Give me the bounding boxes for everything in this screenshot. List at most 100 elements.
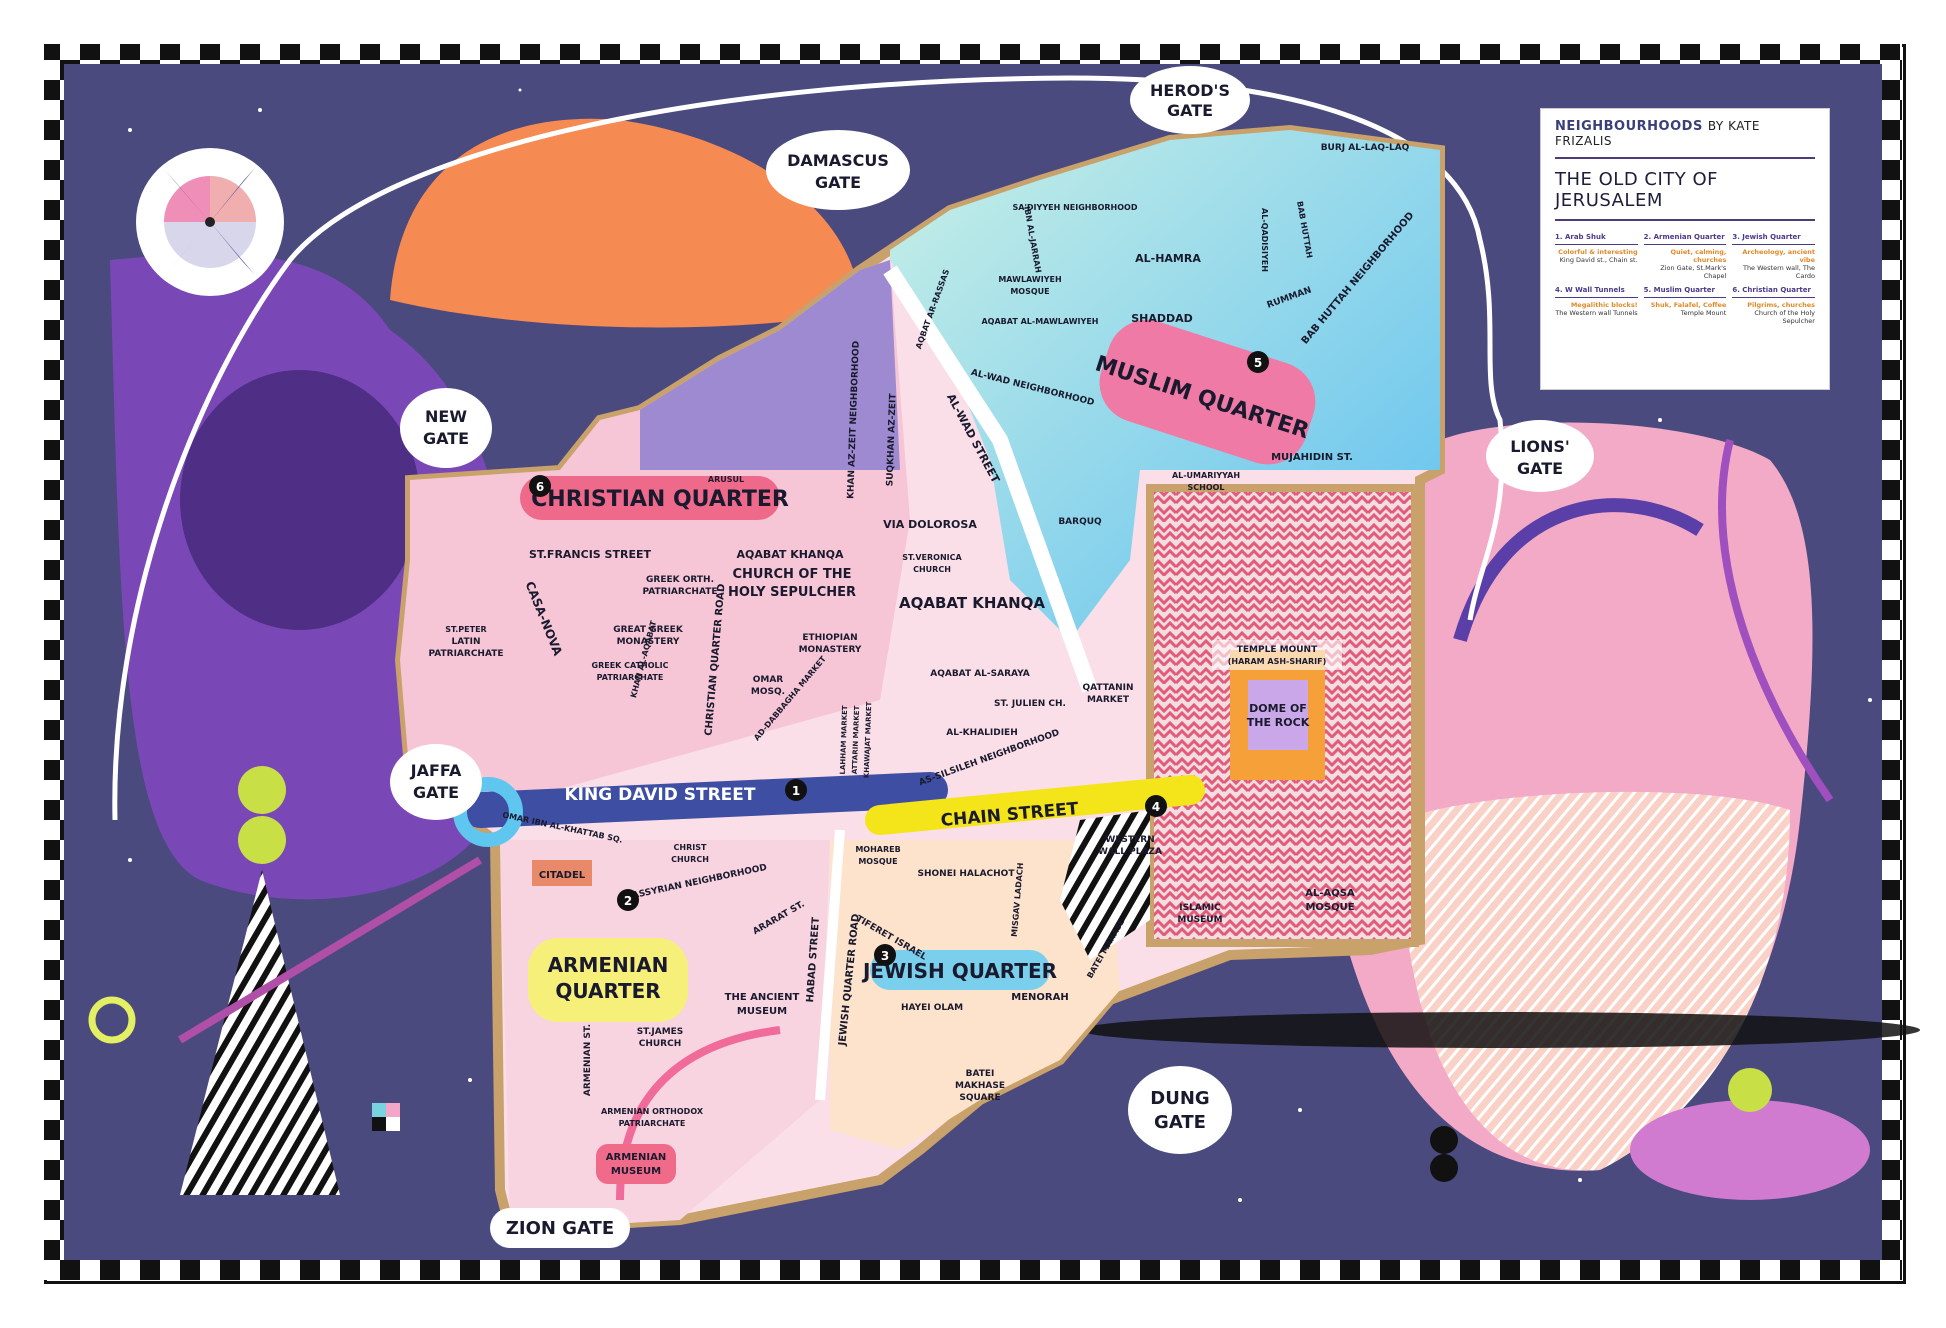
legend-brand-name: NEIGHBOURHOODS	[1555, 119, 1703, 134]
herods-gate-bubble	[1130, 66, 1250, 134]
arusul-label: ARUSUL	[708, 475, 744, 484]
christian-quarter-top	[640, 260, 900, 470]
al-qadisiyeh-label: AL-QADISIYEH	[1260, 208, 1269, 272]
legend-panel: NEIGHBOURHOODS BY KATE FRIZALIS THE OLD …	[1540, 108, 1830, 390]
al-khalidieh-label: AL-KHALIDIEH	[946, 728, 1018, 738]
legend-item-head: 1. Arab Shuk	[1555, 233, 1638, 245]
christ-church-label-1: CHRIST	[674, 843, 707, 852]
lahham-label: LAHHAM MARKET	[839, 705, 849, 775]
mawlawiyeh-label-1: MAWLAWIYEH	[998, 275, 1061, 284]
black-smudge	[1080, 1012, 1920, 1048]
greek-catholic-label-2: PATRIARCHATE	[597, 673, 664, 682]
armenian-patr-label-1: ARMENIAN ORTHODOX	[601, 1107, 704, 1116]
armenian-museum-label-1: ARMENIAN	[606, 1152, 666, 1163]
legend-item-places: Zion Gate, St.Mark's Chapel	[1660, 264, 1727, 281]
jewish-quarter-area	[830, 840, 1120, 1150]
ancient-museum-label-1: THE ANCIENT	[725, 992, 800, 1003]
st-james-label-1: ST.JAMES	[637, 1027, 684, 1037]
aqabat-mawlawiyeh-label: AQABAT AL-MAWLAWIYEH	[981, 317, 1098, 326]
legend-item-places: Temple Mount	[1680, 309, 1727, 318]
dung-gate-label-2: GATE	[1154, 1112, 1206, 1133]
suqkhan-label: SUQKHAN AZ-ZEIT	[885, 393, 898, 487]
al-hamra-label: AL-HAMRA	[1135, 252, 1201, 265]
jaffa-gate-label-2: GATE	[413, 783, 459, 802]
purple-blob-inner	[180, 370, 420, 630]
armenian-street-label: ARMENIAN ST.	[583, 1024, 593, 1096]
armenian-quarter-label-2: QUARTER	[555, 979, 660, 1003]
marker-2-number: 2	[624, 894, 632, 908]
marker-2	[617, 889, 639, 911]
armenian-museum-label-2: MUSEUM	[611, 1166, 661, 1177]
saadiyeh-label: SA'DIYYEH NEIGHBORHOOD	[1013, 203, 1138, 212]
christ-church-label-2: CHURCH	[671, 855, 709, 864]
damascus-gate-bubble	[766, 130, 910, 210]
lions-gate-label-2: GATE	[1517, 459, 1563, 478]
greek-orth-label-2: PATRIARCHATE	[642, 587, 717, 597]
great-greek-label-1: GREAT GREEK	[613, 625, 684, 635]
lions-gate-bubble	[1486, 420, 1594, 492]
western-wall-label-2: WALL PLAZA	[1098, 847, 1162, 857]
legend-item-places: Church of the Holy Sepulcher	[1754, 309, 1815, 326]
marker-6	[529, 475, 551, 497]
islamic-museum-label-1: ISLAMIC	[1179, 903, 1221, 913]
st-julien-label: ST. JULIEN CH.	[994, 699, 1066, 709]
orange-blob	[390, 118, 860, 328]
aqabat-khanqa-label: AQABAT KHANQA	[736, 548, 844, 561]
menorah-label: MENORAH	[1011, 992, 1068, 1003]
legend-item-head: 3. Jewish Quarter	[1732, 233, 1815, 245]
batei-mahase-sq-label-1: BATEI	[966, 1069, 995, 1079]
legend-item-places: The Western wall, The Cardo	[1742, 264, 1815, 281]
legend-item-desc: Pilgrims, churches	[1747, 301, 1815, 309]
great-greek-label-2: MONASTERY	[617, 637, 680, 647]
legend-rule-2	[1555, 219, 1815, 221]
batei-mahase-sq-label-2: MAKHASE	[955, 1081, 1005, 1091]
legend-item-head: 6. Christian Quarter	[1732, 286, 1815, 298]
christian-quarter-pill	[520, 476, 780, 520]
khawajat-label: KHAWAJAT MARKET	[863, 701, 874, 778]
legend-item: 5. Muslim Quarter Shuk, Falafel, Coffee …	[1643, 286, 1727, 325]
st-veronica-label-2: CHURCH	[913, 565, 951, 574]
al-wad-street-line	[883, 265, 1098, 693]
marker-1-number: 1	[792, 784, 800, 798]
aqabat-khanqa-big-label: AQABAT KHANQA	[899, 594, 1045, 612]
damascus-gate-label-2: GATE	[815, 173, 861, 192]
legend-item-head: 4. W Wall Tunnels	[1555, 286, 1638, 298]
dot-a	[1430, 1126, 1458, 1154]
legend-item-desc: Quiet, calming, churches	[1670, 247, 1727, 264]
al-aqsa-label-2: MOSQUE	[1305, 902, 1354, 913]
legend-grid: 1. Arab Shuk Colorful & interesting King…	[1555, 233, 1815, 325]
dome-label-2: THE ROCK	[1247, 716, 1310, 729]
marker-3	[874, 944, 896, 966]
compass	[136, 148, 284, 296]
zebra-cone	[180, 870, 340, 1195]
pink-shell	[1630, 1100, 1870, 1200]
attarin-label: ATTARIN MARKET	[851, 705, 861, 774]
purple-line-right	[1718, 439, 1834, 803]
burj-label: BURJ AL-LAQ-LAQ	[1321, 143, 1410, 153]
legend-item-places: The Western wall Tunnels	[1555, 309, 1638, 318]
shaddad-label: SHADDAD	[1131, 312, 1193, 325]
new-gate-label-2: GATE	[423, 429, 469, 448]
islamic-museum-label-2: MUSEUM	[1177, 915, 1222, 925]
armenian-quarter-label-1: ARMENIAN	[548, 953, 669, 977]
white-route-line	[112, 75, 1505, 821]
magenta-stroke	[177, 856, 483, 1044]
omar-mosq-label-2: MOSQ.	[751, 687, 785, 697]
tennis-ball-1	[238, 766, 286, 814]
temple-mount-label-1: TEMPLE MOUNT	[1237, 645, 1318, 655]
dung-gate-label-1: DUNG	[1150, 1088, 1209, 1109]
al-umariyyah-label-2: SCHOOL	[1187, 483, 1224, 492]
ethiopian-label-1: ETHIOPIAN	[802, 633, 857, 643]
latin-label-3: PATRIARCHATE	[428, 649, 503, 659]
lions-gate-label-1: LIONS'	[1510, 437, 1570, 456]
legend-brand: NEIGHBOURHOODS BY KATE FRIZALIS	[1555, 119, 1815, 149]
herods-gate-label-2: GATE	[1167, 101, 1213, 120]
omar-mosq-label-1: OMAR	[753, 675, 784, 685]
western-wall-zebra	[1060, 810, 1150, 960]
striped-blob	[1400, 791, 1790, 1171]
greek-catholic-label-1: GREEK CATHOLIC	[592, 661, 669, 670]
tennis-ball-3	[1728, 1068, 1772, 1112]
legend-author: BY KATE FRIZALIS	[1555, 119, 1760, 148]
dome-label-1: DOME OF	[1249, 702, 1307, 715]
citadel-label: CITADEL	[539, 870, 586, 881]
